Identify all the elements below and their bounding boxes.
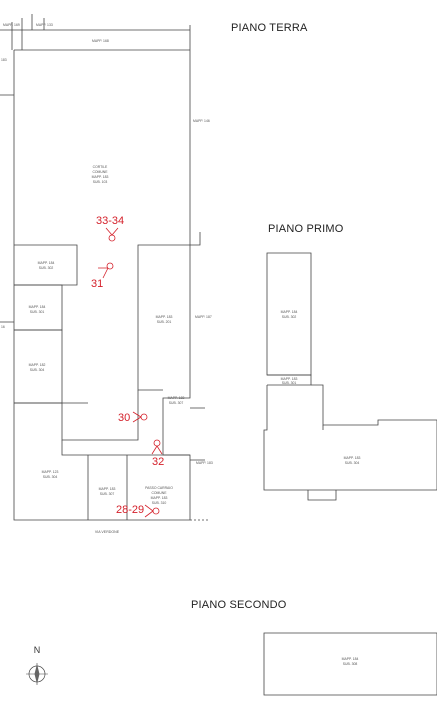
svg-text:MAPP. 183: MAPP. 183 xyxy=(281,377,298,381)
photo-point-33-34: 33-34 xyxy=(96,215,124,242)
svg-text:SUB. 304: SUB. 304 xyxy=(345,461,360,465)
parcel-label: MAPP. 183 SUB. 304 xyxy=(344,456,361,465)
svg-text:MAPP. 183: MAPP. 183 xyxy=(92,175,109,179)
ground-floor-plan xyxy=(0,14,210,521)
parcel-label: MAPP. 146 xyxy=(193,119,210,123)
svg-text:33-34: 33-34 xyxy=(96,215,124,227)
parcel-label: MAPP. 133 xyxy=(36,23,53,27)
first-floor-plan xyxy=(263,252,437,501)
svg-text:MAPP. 184: MAPP. 184 xyxy=(29,305,46,309)
parcel-label: MAPP. 182 SUB. 304 xyxy=(29,363,46,372)
svg-text:SUB. 304: SUB. 304 xyxy=(43,475,58,479)
svg-text:MAPP. 184: MAPP. 184 xyxy=(342,657,359,661)
svg-text:COMUNE: COMUNE xyxy=(151,491,167,495)
parcel-label: MAPP. 183 SUB. 301 xyxy=(281,377,298,385)
svg-text:MAPP. 183: MAPP. 183 xyxy=(99,487,116,491)
parcel-label: MAPP. 183 SUB. 307 xyxy=(99,487,116,496)
parcel-label: MAPP. 123 SUB. 304 xyxy=(42,470,59,479)
svg-text:30: 30 xyxy=(118,412,130,424)
courtyard-label: CORTILE COMUNE MAPP. 183 SUB. 103 xyxy=(92,165,109,184)
svg-text:SUB. 302: SUB. 302 xyxy=(282,315,297,319)
svg-text:MAPP. 184: MAPP. 184 xyxy=(281,310,298,314)
parcel-label: 16 xyxy=(1,325,5,329)
svg-text:MAPP. 183: MAPP. 183 xyxy=(151,496,168,500)
parcel-label: MAPP. 169 xyxy=(3,23,20,27)
svg-text:SUB. 310: SUB. 310 xyxy=(152,501,167,505)
svg-text:CORTILE: CORTILE xyxy=(93,165,108,169)
parcel-label: MAPP. 183 SUB. 307 xyxy=(168,396,185,405)
north-arrow: N xyxy=(26,645,48,685)
svg-text:COMUNE: COMUNE xyxy=(92,170,108,174)
svg-text:SUB. 301: SUB. 301 xyxy=(30,310,45,314)
parcel-label: MAPP. 168 xyxy=(92,39,109,43)
svg-text:SUB. 103: SUB. 103 xyxy=(93,180,108,184)
svg-text:MAPP. 183: MAPP. 183 xyxy=(168,396,185,400)
svg-text:MAPP. 184: MAPP. 184 xyxy=(38,261,55,265)
parcel-label: MAPP. 183 xyxy=(196,461,213,465)
second-floor-plan xyxy=(263,632,437,696)
photo-point-30: 30 xyxy=(118,411,148,424)
north-label: N xyxy=(34,645,41,655)
ground-floor-title: PIANO TERRA xyxy=(231,22,308,34)
svg-text:SUB. 304: SUB. 304 xyxy=(30,368,45,372)
parcel-label: MAPP. 184 SUB. 302 xyxy=(281,310,298,319)
svg-text:MAPP. 123: MAPP. 123 xyxy=(42,470,59,474)
parcel-label: 183 xyxy=(1,58,7,62)
first-floor-title: PIANO PRIMO xyxy=(268,223,344,235)
svg-text:31: 31 xyxy=(91,278,103,290)
svg-text:PASSO CARRAIO: PASSO CARRAIO xyxy=(145,486,173,490)
parcel-label: MAPP. 184 SUB. 308 xyxy=(342,657,359,666)
svg-text:SUB. 307: SUB. 307 xyxy=(169,401,184,405)
svg-text:SUB. 308: SUB. 308 xyxy=(343,662,358,666)
svg-text:MAPP. 183: MAPP. 183 xyxy=(156,315,173,319)
svg-text:MAPP. 183: MAPP. 183 xyxy=(344,456,361,460)
parcel-label: PASSO CARRAIO COMUNE MAPP. 183 SUB. 310 xyxy=(145,486,173,505)
svg-text:28-29: 28-29 xyxy=(116,504,144,516)
photo-point-31: 31 xyxy=(91,262,114,290)
svg-text:32: 32 xyxy=(152,456,164,468)
photo-point-32: 32 xyxy=(151,439,164,468)
parcel-label: MAPP. 184 SUB. 302 xyxy=(38,261,55,270)
svg-text:SUB. 201: SUB. 201 xyxy=(157,320,172,324)
parcel-label: MAPP. 183 SUB. 201 xyxy=(156,315,173,324)
photo-point-28-29: 28-29 xyxy=(116,504,160,518)
svg-text:MAPP. 182: MAPP. 182 xyxy=(29,363,46,367)
street-label: VIA VERDONE xyxy=(95,530,120,534)
parcel-label: MAPP. 187 xyxy=(195,315,212,319)
svg-text:SUB. 302: SUB. 302 xyxy=(39,266,54,270)
second-floor-title: PIANO SECONDO xyxy=(191,599,287,611)
svg-text:SUB. 307: SUB. 307 xyxy=(100,492,115,496)
svg-text:SUB. 301: SUB. 301 xyxy=(282,381,297,385)
parcel-label: MAPP. 184 SUB. 301 xyxy=(29,305,46,314)
